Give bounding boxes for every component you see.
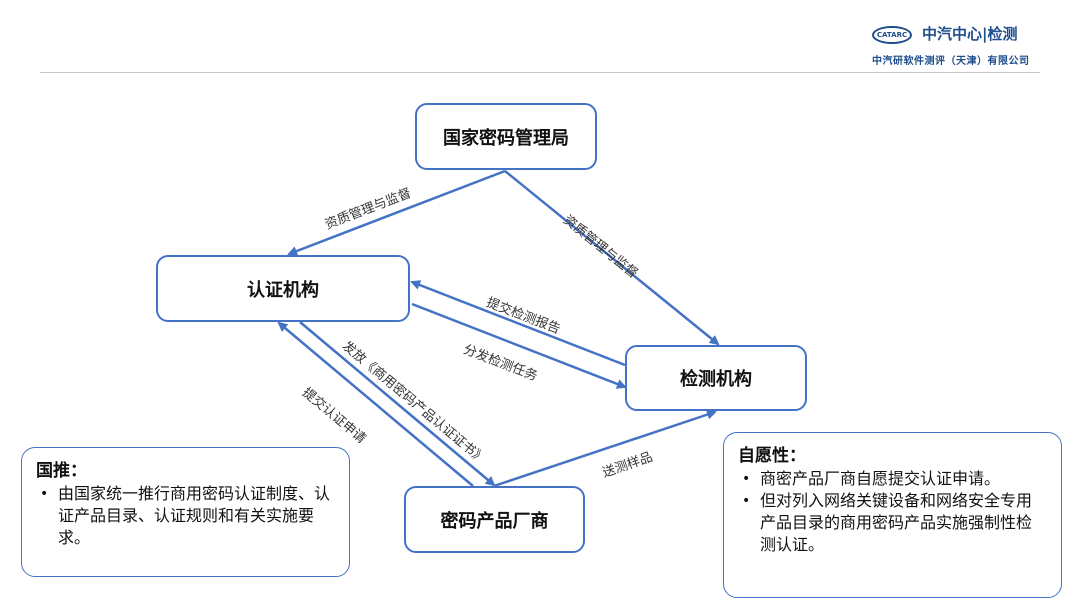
note-item: 商密产品厂商自愿提交认证申请。 <box>742 468 1047 490</box>
note-list: 由国家统一推行商用密码认证制度、认证产品目录、认证规则和有关实施要求。 <box>36 483 335 549</box>
edge-cert-to-vendor <box>299 321 496 487</box>
note-title: 国推： <box>36 461 87 481</box>
header-divider <box>40 72 1040 73</box>
note-list: 商密产品厂商自愿提交认证申请。 但对列入网络关键设备和网络安全专用产品目录的商用… <box>738 468 1047 556</box>
note-voluntary: 自愿性： 商密产品厂商自愿提交认证申请。 但对列入网络关键设备和网络安全专用产品… <box>723 432 1062 598</box>
edge-vendor-to-test <box>493 409 717 488</box>
note-item: 由国家统一推行商用密码认证制度、认证产品目录、认证规则和有关实施要求。 <box>40 483 335 549</box>
logo-title: 中汽中心|检测 <box>922 25 1018 43</box>
edge-admin-to-test <box>504 170 720 346</box>
edge-vendor-to-cert <box>277 321 474 487</box>
edge-cert-to-test <box>411 302 627 389</box>
note-title: 自愿性： <box>738 446 806 466</box>
node-testing-body: 检测机构 <box>625 345 807 411</box>
edge-admin-to-cert <box>287 169 506 256</box>
edge-test-to-cert <box>410 280 626 367</box>
node-crypto-vendor: 密码产品厂商 <box>404 486 585 553</box>
note-national-promotion: 国推： 由国家统一推行商用密码认证制度、认证产品目录、认证规则和有关实施要求。 <box>21 447 350 577</box>
node-certification-body: 认证机构 <box>156 255 410 322</box>
node-national-crypto-admin: 国家密码管理局 <box>415 103 597 170</box>
catarc-logo-mark: CATARC <box>872 26 912 44</box>
note-item: 但对列入网络关键设备和网络安全专用产品目录的商用密码产品实施强制性检测认证。 <box>742 490 1047 556</box>
company-logo: CATARC 中汽中心|检测 中汽研软件测评（天津）有限公司 <box>872 22 1042 68</box>
logo-subtitle: 中汽研软件测评（天津）有限公司 <box>872 56 1030 67</box>
